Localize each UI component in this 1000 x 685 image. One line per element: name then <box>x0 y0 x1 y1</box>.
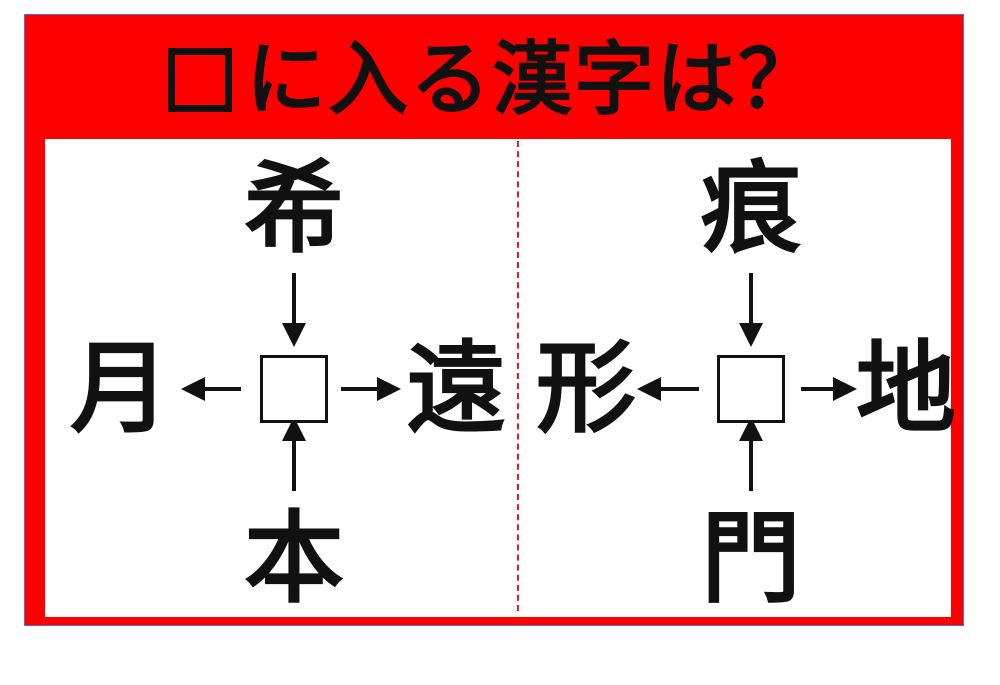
title-text: に入る漢字は？ <box>246 33 820 126</box>
puzzle1-blank-box[interactable] <box>260 355 328 423</box>
title-bar: に入る漢字は？ <box>25 25 963 135</box>
puzzle1-bottom-kanji: 本 <box>244 500 344 617</box>
quiz-card: に入る漢字は？ 希 月 遠 本 痕 形 <box>24 14 964 626</box>
puzzle2-left-kanji: 形 <box>536 330 636 447</box>
puzzle1-right-kanji: 遠 <box>406 330 506 447</box>
puzzle2-bottom-kanji: 門 <box>701 500 801 617</box>
puzzle-panel: 希 月 遠 本 痕 形 地 門 <box>45 139 956 617</box>
puzzle1-left-kanji: 月 <box>70 330 170 447</box>
blank-square-icon <box>168 48 232 112</box>
puzzle2-blank-box[interactable] <box>717 355 785 423</box>
panel-divider <box>517 141 519 611</box>
puzzle2-top-kanji: 痕 <box>701 150 801 267</box>
puzzle1-top-kanji: 希 <box>244 150 344 267</box>
arrows-layer <box>181 273 857 491</box>
puzzle2-right-kanji: 地 <box>856 330 956 447</box>
